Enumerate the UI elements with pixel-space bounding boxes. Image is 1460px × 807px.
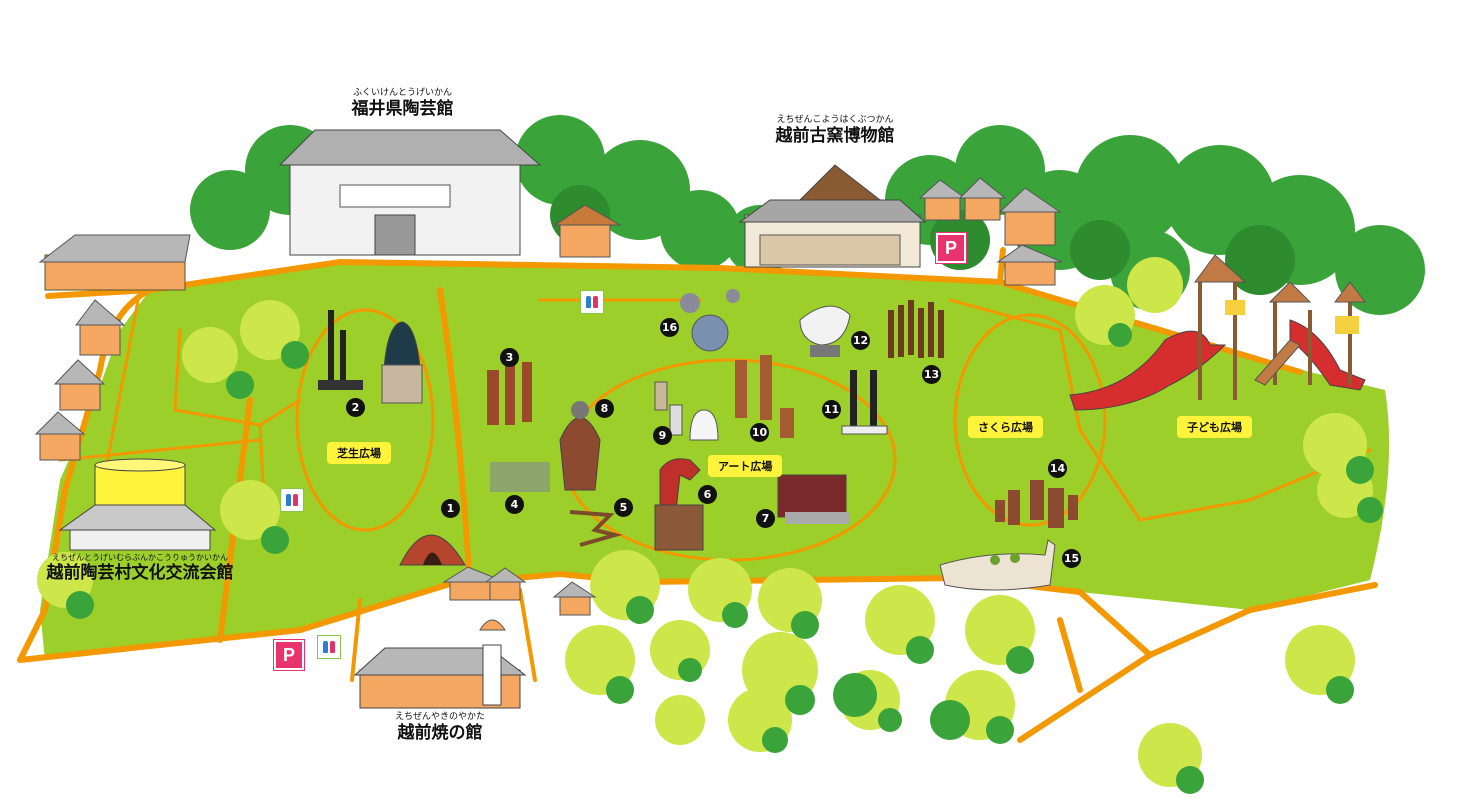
sculptures — [318, 289, 1078, 591]
exchange-hall-building — [58, 458, 217, 551]
ceramic-museum-name: 福井県陶芸館 — [351, 99, 454, 119]
marker-14[interactable]: 14 — [1048, 459, 1067, 478]
lawn-plaza-label: 芝生広場 — [327, 442, 391, 464]
kiln-museum-name: 越前古窯博物館 — [775, 126, 895, 146]
kiln-1 — [399, 534, 466, 566]
marker-11[interactable]: 11 — [822, 400, 841, 419]
toilet-icon — [317, 635, 341, 659]
exchange-hall-ruby: えちぜんとうげいむらぶんかこうりゅうかいかん — [52, 553, 228, 562]
marker-2[interactable]: 2 — [346, 398, 365, 417]
marker-5[interactable]: 5 — [614, 498, 633, 517]
parking-icon-kiln: P — [936, 233, 966, 263]
marker-9[interactable]: 9 — [653, 426, 672, 445]
sakura-plaza-label: さくら広場 — [968, 416, 1043, 438]
marker-6[interactable]: 6 — [698, 485, 717, 504]
kiln-annex-houses — [918, 177, 1063, 286]
toilet-icon — [580, 290, 604, 314]
kiln-museum-ruby: えちぜんこようはくぶつかん — [776, 115, 894, 125]
marker-4[interactable]: 4 — [505, 495, 524, 514]
marker-7[interactable]: 7 — [756, 509, 775, 528]
exchange-hall-name: 越前陶芸村文化交流会館 — [46, 563, 234, 583]
marker-8[interactable]: 8 — [595, 399, 614, 418]
yaki-hall-name: 越前焼の館 — [397, 723, 483, 743]
kiln-museum-building — [738, 164, 927, 268]
marker-10[interactable]: 10 — [750, 423, 769, 442]
yaki-hall-building — [353, 644, 527, 709]
marker-3[interactable]: 3 — [500, 348, 519, 367]
kids-plaza-label: 子ども広場 — [1177, 416, 1252, 438]
toilet-icon — [280, 488, 304, 512]
marker-15[interactable]: 15 — [1062, 549, 1081, 568]
ceramic-museum-label: ふくいけんとうげいかん 福井県陶芸館 — [330, 88, 475, 119]
art-plaza-label: アート広場 — [708, 455, 783, 477]
ceramic-museum-ruby: ふくいけんとうげいかん — [352, 88, 452, 98]
ceramic-museum-building — [278, 129, 542, 256]
playground — [1069, 254, 1366, 411]
marker-12[interactable]: 12 — [851, 331, 870, 350]
kiln-museum-label: えちぜんこようはくぶつかん 越前古窯博物館 — [755, 115, 915, 146]
left-houses — [34, 234, 191, 461]
exchange-hall-label: えちぜんとうげいむらぶんかこうりゅうかいかん 越前陶芸村文化交流会館 — [35, 552, 245, 583]
yaki-hall-ruby: えちぜんやきのやかた — [394, 712, 485, 722]
marker-13[interactable]: 13 — [922, 365, 941, 384]
marker-1[interactable]: 1 — [441, 499, 460, 518]
yaki-hall-label: えちぜんやきのやかた 越前焼の館 — [380, 712, 500, 743]
marker-16[interactable]: 16 — [660, 318, 679, 337]
parking-icon-yaki: P — [274, 640, 304, 670]
